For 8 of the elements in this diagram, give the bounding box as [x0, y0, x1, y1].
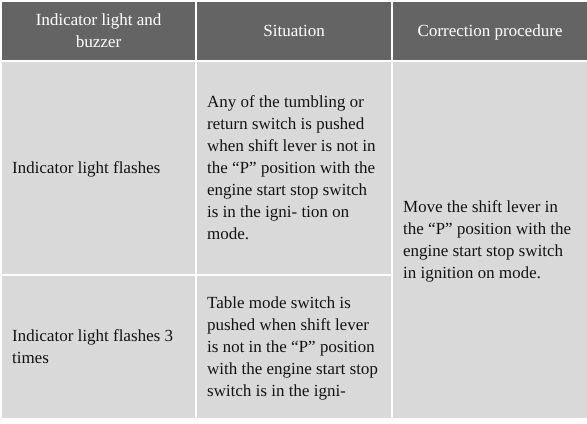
- table-cell: Any of the tumbling or return switch is pushed when shift lever is not in the “P” position with the engine start stop switch is in the igni- tion on mode.: [196, 61, 392, 275]
- column-header: Correction procedure: [392, 1, 587, 61]
- table-cell: Indicator light flashes: [1, 61, 196, 275]
- table-cell: Indicator light flashes 3 times: [1, 275, 196, 419]
- table-cell: Table mode switch is pushed when shift lever is not in the “P” position with the engine start stop switch is in the igni-: [196, 275, 392, 419]
- table-cell: Move the shift lever in the “P” position with the engine start stop switch in ignition on mode.: [392, 61, 587, 419]
- column-header: Situation: [196, 1, 392, 61]
- column-header: Indicator light and buzzer: [1, 1, 196, 61]
